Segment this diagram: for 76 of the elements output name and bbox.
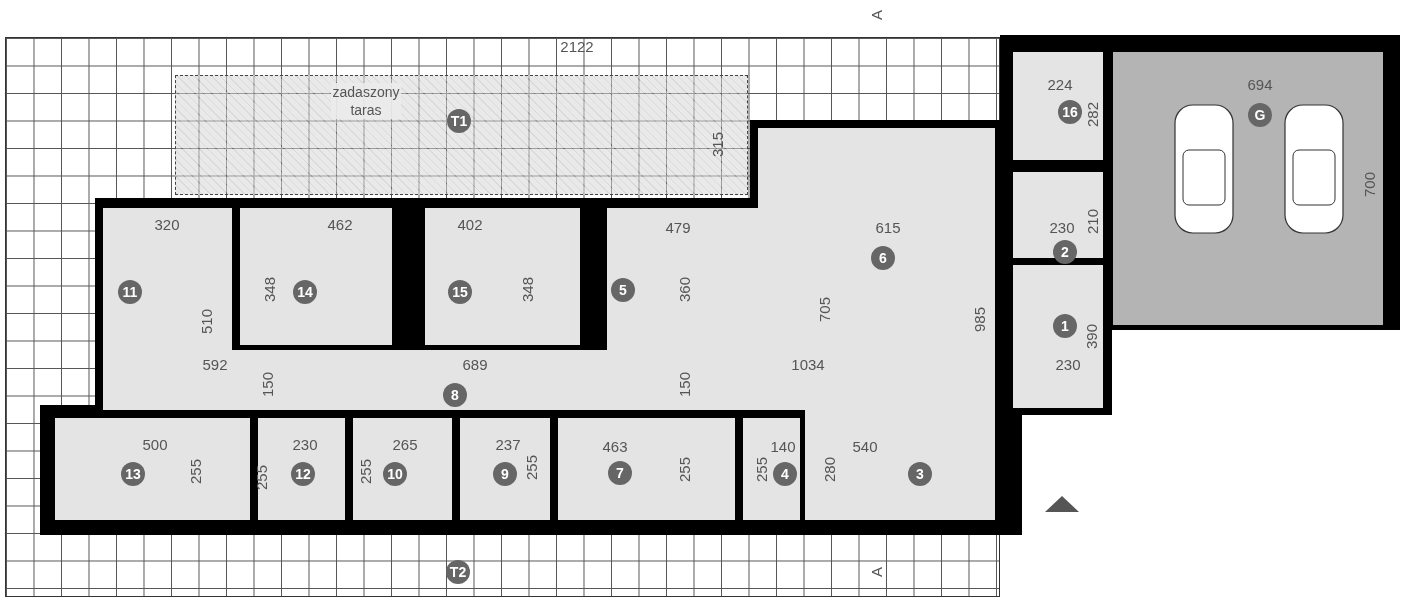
dimension-label: 150 [260, 372, 276, 398]
room-number: 7 [608, 461, 632, 485]
dimension-label: 2122 [560, 39, 594, 55]
dimension-label: 210 [1085, 209, 1101, 235]
dimension-label: 348 [520, 277, 536, 303]
room-number: 14 [293, 280, 317, 304]
room-floor [805, 410, 995, 520]
room-number: 9 [493, 462, 517, 486]
room-floor [1013, 265, 1103, 408]
room-number: 16 [1058, 100, 1082, 124]
room-number: 12 [291, 462, 315, 486]
dimension-label: 237 [495, 437, 521, 453]
dimension-label: 150 [677, 372, 693, 398]
room-number: T1 [447, 109, 471, 133]
dimension-label: 255 [188, 459, 204, 485]
dimension-label: 402 [457, 217, 483, 233]
dimension-label: 705 [817, 297, 833, 323]
room-floor [103, 208, 232, 350]
dimension-label: 462 [327, 217, 353, 233]
dimension-label: 360 [677, 277, 693, 303]
room-number: 6 [871, 246, 895, 270]
room-number: 3 [908, 462, 932, 486]
dimension-label: 390 [1084, 324, 1100, 350]
room-floor [1013, 52, 1103, 160]
dimension-label: 510 [199, 309, 215, 335]
dimension-label: 140 [770, 439, 796, 455]
room-number: 15 [448, 280, 472, 304]
dimension-label: 320 [154, 217, 180, 233]
terrace-area [175, 75, 748, 195]
dimension-label: 255 [524, 455, 540, 481]
room-floor [743, 418, 800, 520]
room-number: 13 [121, 462, 145, 486]
section-mark: A [869, 567, 885, 577]
dimension-label: 1034 [791, 357, 825, 373]
dimension-label: 230 [1049, 220, 1075, 236]
dimension-label: 348 [262, 277, 278, 303]
dimension-label: 282 [1085, 102, 1101, 128]
dimension-label: 592 [202, 357, 228, 373]
dimension-label: 255 [754, 457, 770, 483]
room-number: 11 [118, 280, 142, 304]
dimension-label: 255 [677, 457, 693, 483]
dimension-label: 315 [710, 132, 726, 158]
dimension-label: 230 [292, 437, 318, 453]
dimension-label: 615 [875, 220, 901, 236]
room-floor [55, 418, 250, 520]
room-name: zadaszony taras [331, 83, 401, 119]
room-number: 1 [1053, 314, 1077, 338]
dimension-label: 255 [358, 459, 374, 485]
room-floor [558, 418, 735, 520]
room-floor [240, 208, 392, 345]
dimension-label: 280 [822, 457, 838, 483]
dimension-label: 463 [602, 439, 628, 455]
dimension-label: 230 [1055, 357, 1081, 373]
dimension-label: 224 [1047, 77, 1073, 93]
dimension-label: 265 [392, 437, 418, 453]
room-floor [353, 418, 452, 520]
dimension-label: 985 [972, 307, 988, 333]
room-floor [460, 418, 550, 520]
room-number: 10 [383, 462, 407, 486]
dimension-label: 689 [462, 357, 488, 373]
room-number: 8 [443, 383, 467, 407]
dimension-label: 500 [142, 437, 168, 453]
hall-floor [103, 350, 995, 410]
room-floor [258, 418, 345, 520]
dimension-label: 540 [852, 439, 878, 455]
room-number: G [1248, 103, 1272, 127]
dimension-label: 479 [665, 220, 691, 236]
room-number: 4 [773, 462, 797, 486]
room-floor [425, 208, 580, 345]
room-number: 5 [611, 278, 635, 302]
dimension-label: 700 [1362, 172, 1378, 198]
dimension-label: 255 [254, 465, 270, 491]
room-number: T2 [446, 560, 470, 584]
section-mark: A [869, 10, 885, 20]
dimension-label: 694 [1247, 77, 1273, 93]
room-number: 2 [1053, 240, 1077, 264]
